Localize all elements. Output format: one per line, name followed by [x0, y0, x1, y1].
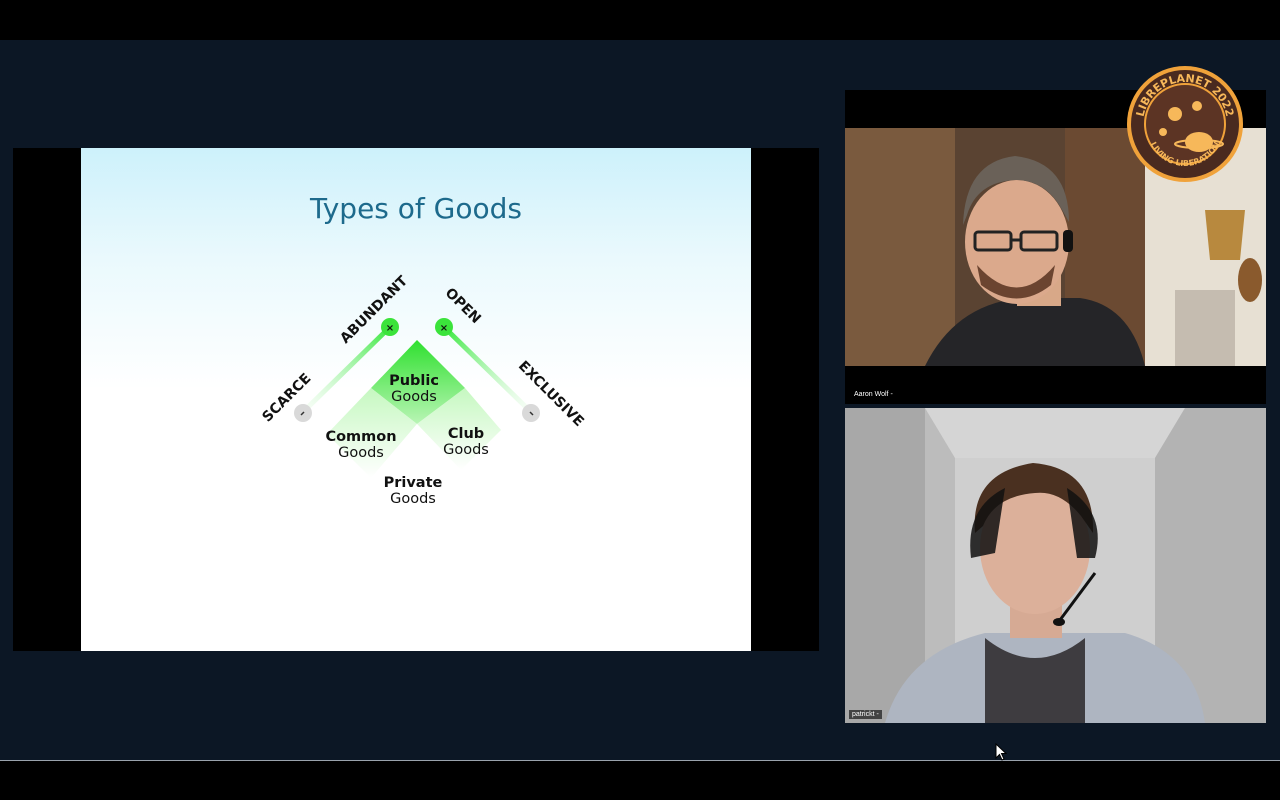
screen-share: Types of Goods: [13, 148, 819, 651]
common-goods-area: [327, 388, 417, 478]
slide-title: Types of Goods: [309, 192, 522, 225]
svg-text:×: ×: [440, 323, 448, 334]
participant-video-patrickt: [845, 408, 1266, 723]
participant-name-tag: patrickt -: [849, 710, 882, 719]
svg-text:×: ×: [386, 323, 394, 334]
bottom-bar: [0, 760, 1280, 800]
video-tile-patrickt[interactable]: patrickt -: [845, 408, 1266, 723]
private-goods-area: [371, 424, 461, 508]
presentation-slide: Types of Goods: [81, 148, 751, 651]
public-goods-area: [371, 340, 465, 424]
top-bar: [0, 0, 1280, 40]
participant-video-aaron-wolf: [845, 128, 1266, 404]
participant-name-tag: Aaron Wolf -: [854, 391, 893, 398]
mouse-cursor-icon: [995, 743, 1007, 761]
open-node: [435, 318, 453, 336]
right-axis-arm: [441, 324, 534, 415]
abundant-node: [381, 318, 399, 336]
video-tile-aaron-wolf[interactable]: Aaron Wolf -: [845, 90, 1266, 404]
club-goods-area: [417, 388, 501, 470]
goods-diagram: × ×: [294, 318, 540, 508]
left-axis-arm: [300, 324, 393, 415]
libreplanet-logo: LIBREPLANET 2022 LIVING LIBERATION: [1125, 64, 1245, 184]
